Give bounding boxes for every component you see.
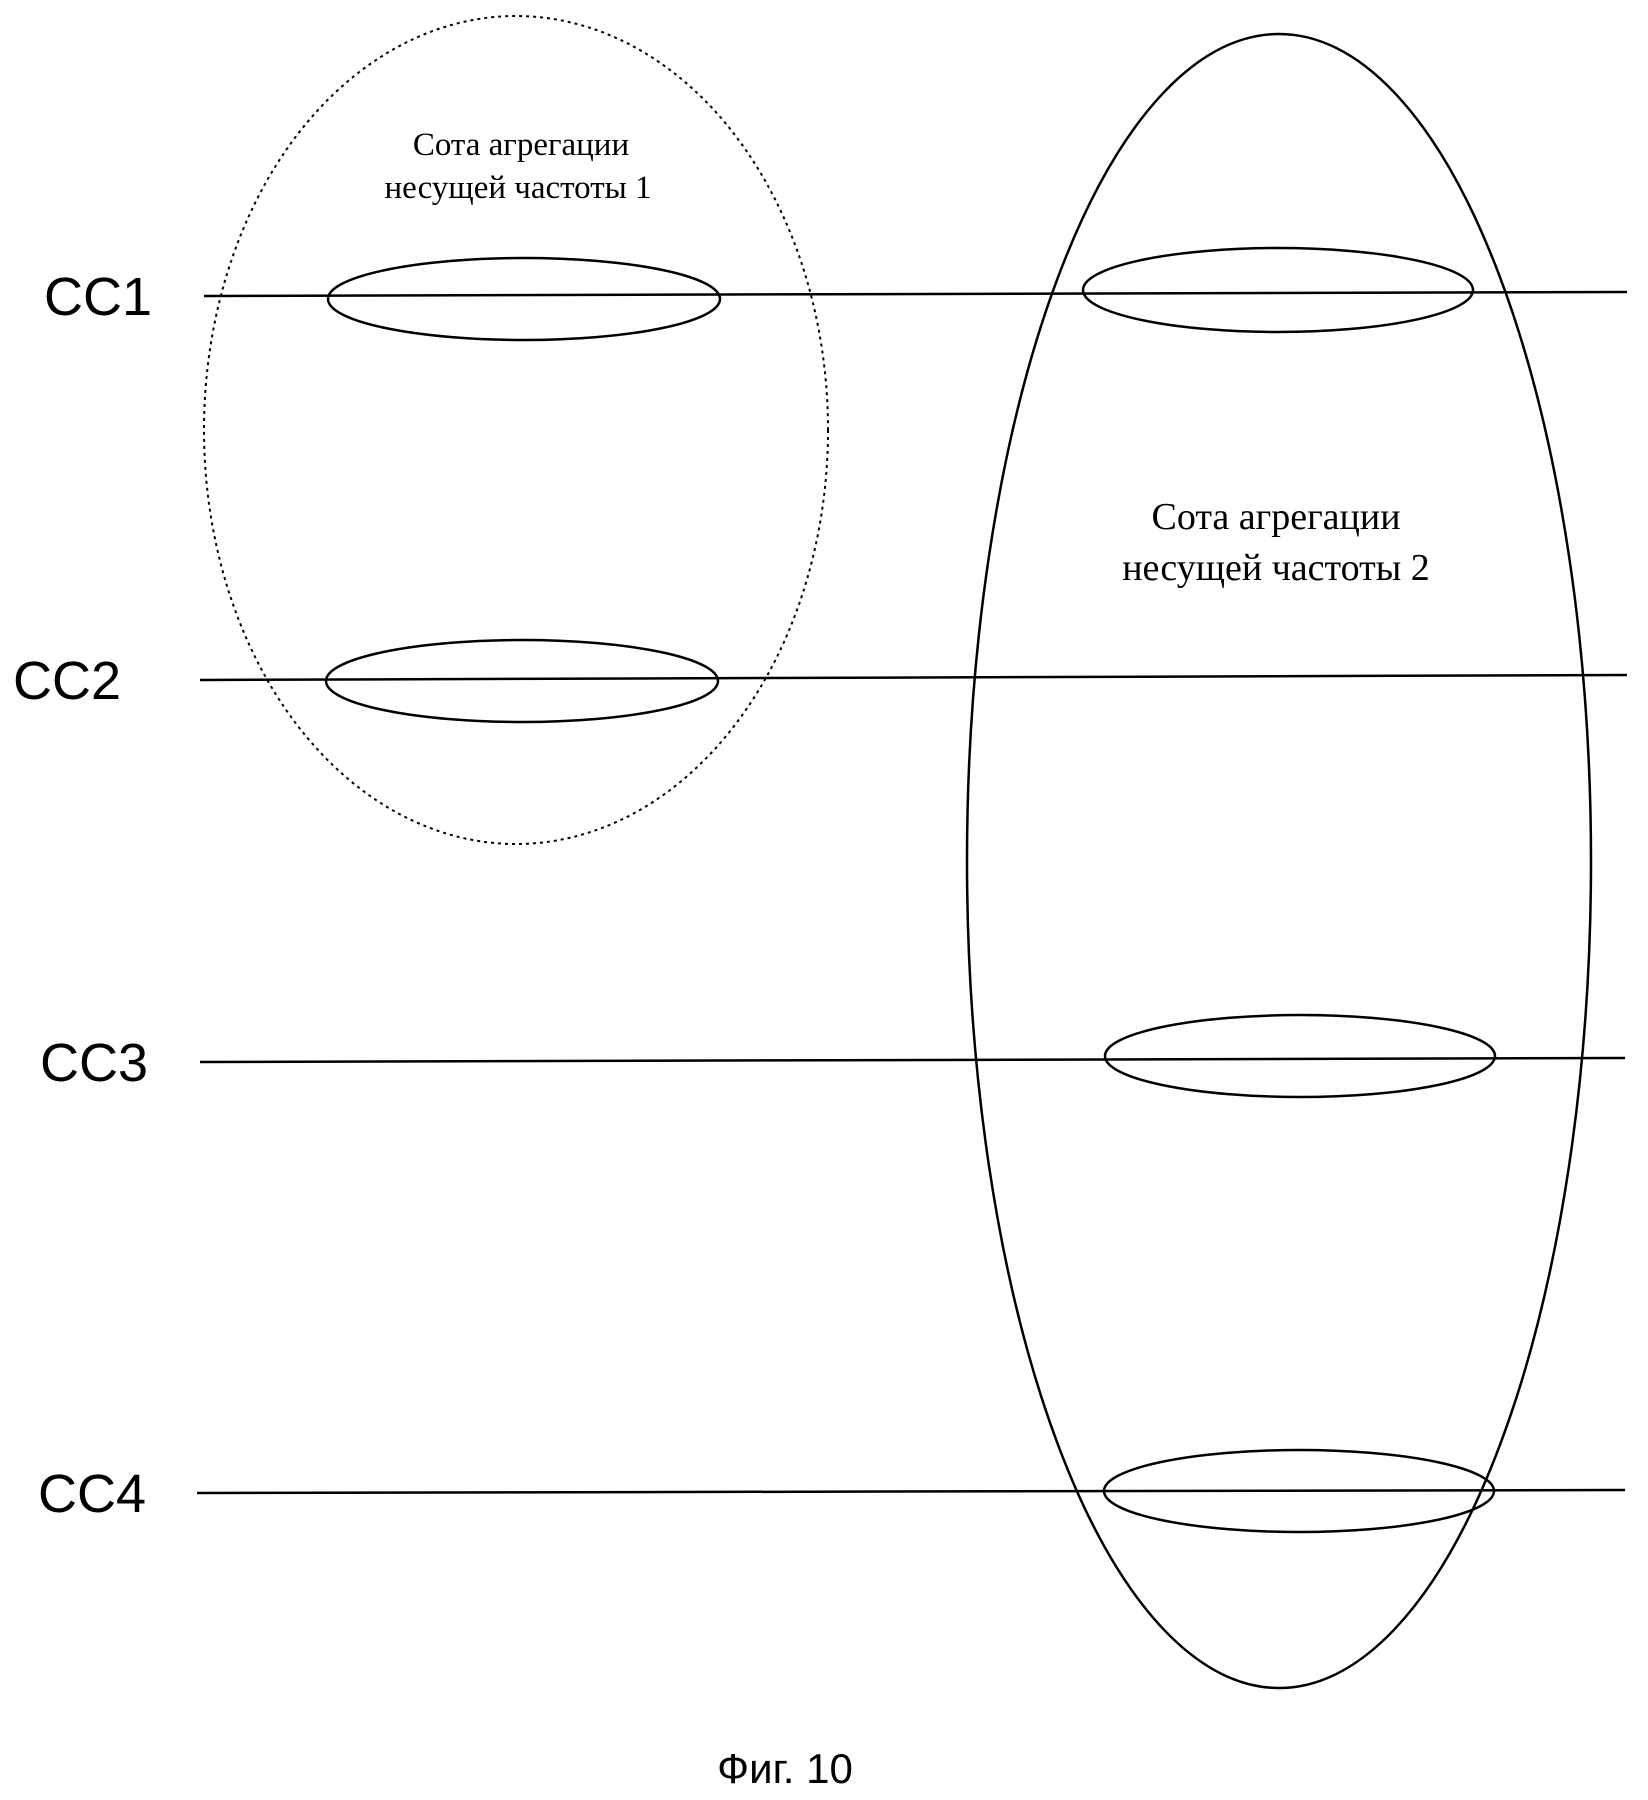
cell1-title-line2: несущей частоты 1 xyxy=(384,170,651,206)
cc2-line xyxy=(199,673,1628,682)
cc1-label: CC1 xyxy=(44,267,152,327)
cell2-cc4-carrier xyxy=(1102,1448,1496,1534)
cell2-cc3-carrier xyxy=(1103,1013,1497,1099)
figure-caption: Фиг. 10 xyxy=(717,1745,853,1792)
aggregation-cell-2-boundary xyxy=(965,32,1593,1690)
cc4-line xyxy=(196,1488,1626,1495)
cc3-label: CC3 xyxy=(40,1033,148,1093)
cell1-cc2-carrier xyxy=(324,638,720,724)
cell1-cc1-carrier xyxy=(326,256,722,342)
cell2-title-line2: несущей частоты 2 xyxy=(1122,547,1430,589)
cell1-title-line1: Сота агрегации xyxy=(413,127,629,163)
cell2-cc1-carrier xyxy=(1081,246,1475,334)
cc1-line xyxy=(203,290,1628,298)
cc3-line xyxy=(199,1056,1626,1064)
cell2-title-line1: Сота агрегации xyxy=(1151,496,1400,538)
cc2-label: CC2 xyxy=(13,651,121,711)
cc4-label: CC4 xyxy=(38,1464,146,1524)
aggregation-cell-1-boundary xyxy=(203,15,829,845)
